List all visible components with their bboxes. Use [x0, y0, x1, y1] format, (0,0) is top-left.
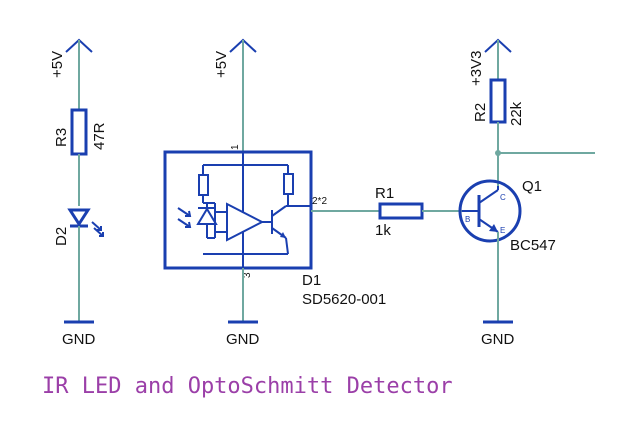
q1-collector-label: C: [500, 193, 506, 202]
r2-value: 22k: [508, 101, 525, 126]
d1-pin2-label: 2*2: [312, 196, 327, 207]
q1-ref: Q1: [522, 178, 542, 195]
d1-value: SD5620-001: [302, 291, 386, 308]
q1-emitter-label: E: [500, 226, 505, 235]
transistor-q1: B C E: [458, 179, 522, 243]
q1-base-label: B: [465, 215, 470, 224]
power-label-3v3: +3V3: [468, 51, 485, 86]
d1-pin1-label: 1: [230, 144, 241, 150]
power-label-5v-mid: +5V: [213, 51, 230, 78]
power-label-5v-left: +5V: [49, 51, 66, 78]
r3-ref: R3: [53, 128, 70, 147]
middle-branch: +5V 1: [163, 38, 386, 348]
resistor-r2: [489, 78, 507, 124]
left-branch: +5V R3 47R D2 GND: [49, 38, 108, 348]
right-branch: +3V3 R2 22k B C E Q1 BC547 GND: [458, 38, 595, 348]
ground-label-mid: GND: [226, 331, 260, 348]
schmitt-trigger-symbol: [226, 202, 265, 242]
d1-ref: D1: [302, 272, 321, 289]
q1-value: BC547: [510, 237, 556, 254]
r1-ref: R1: [375, 185, 394, 202]
r2-ref: R2: [472, 103, 489, 122]
led-d2: [67, 208, 104, 237]
diagram-title: IR LED and OptoSchmitt Detector: [42, 374, 453, 399]
resistor-r1-group: R1 1k: [311, 185, 462, 239]
ground-label-left: GND: [62, 331, 96, 348]
resistor-r1: [378, 202, 424, 220]
d2-ref: D2: [53, 227, 70, 246]
resistor-r3: [70, 108, 88, 156]
r3-value: 47R: [91, 122, 108, 150]
ground-label-right: GND: [481, 331, 515, 348]
r1-value: 1k: [375, 222, 391, 239]
d1-pin3-label: 3: [242, 272, 253, 278]
